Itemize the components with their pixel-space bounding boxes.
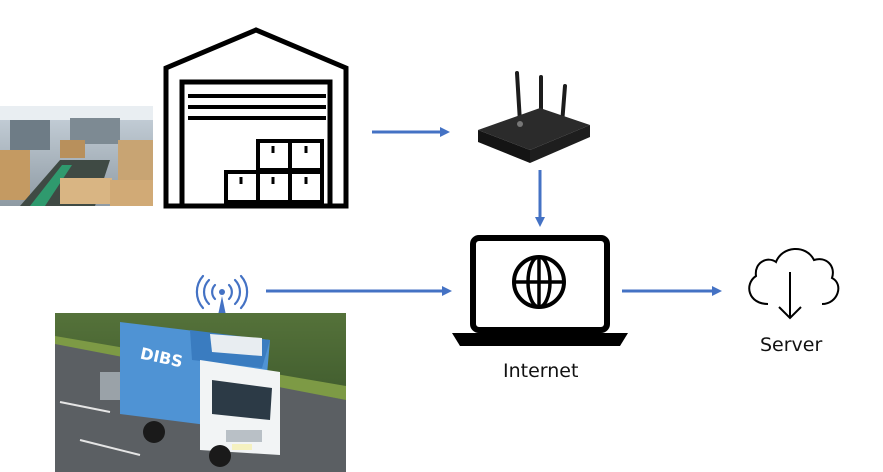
laptop-globe-icon [452,235,628,346]
warehouse-photo [0,106,153,206]
arrows [266,127,722,296]
label-server: Server [760,334,823,356]
label-internet: Internet [503,360,579,382]
truck-photo [55,313,346,472]
warehouse-icon [163,27,349,209]
router-icon [478,71,590,163]
cloud-download-icon [748,248,840,320]
